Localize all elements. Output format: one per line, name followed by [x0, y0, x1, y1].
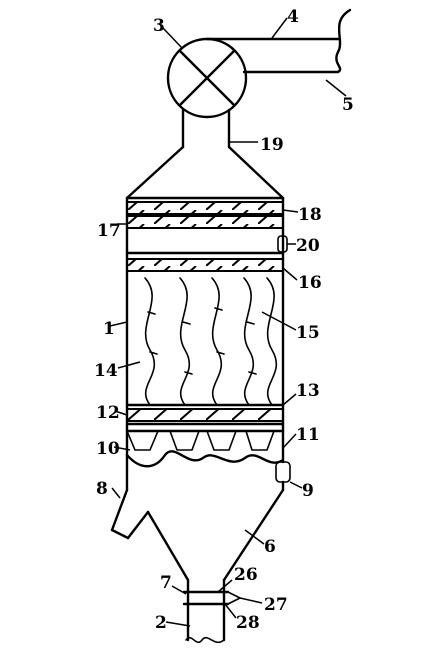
part-labels: 3 4 5 19 18 17 20 16 1 15 14 13 12 11 10…: [94, 7, 354, 633]
label-3: 3: [153, 16, 165, 36]
distribution-funnels: [126, 430, 275, 451]
label-5: 5: [342, 95, 354, 115]
bottom-outlet: [182, 578, 241, 644]
label-14: 14: [94, 361, 118, 381]
label-6: 6: [264, 537, 276, 557]
label-2: 2: [155, 613, 167, 633]
label-8: 8: [96, 479, 108, 499]
label-15: 15: [296, 323, 320, 343]
label-16: 16: [298, 273, 322, 293]
label-11: 11: [296, 425, 320, 445]
valve-9: [275, 461, 291, 483]
label-13: 13: [296, 381, 320, 401]
hatched-layer-16: [126, 258, 284, 272]
outlet-pipe: [205, 8, 352, 74]
fan: [166, 37, 248, 119]
top-cone: [125, 145, 285, 200]
label-27: 27: [264, 595, 288, 615]
hatched-layer-lower: [125, 403, 285, 433]
label-26: 26: [234, 565, 258, 585]
hatched-layer-upper: [125, 201, 285, 255]
label-9: 9: [302, 481, 314, 501]
label-28: 28: [236, 613, 260, 633]
label-1: 1: [103, 319, 115, 339]
top-duct: [181, 108, 231, 149]
wavy-baffles: [144, 277, 278, 406]
label-4: 4: [287, 7, 299, 27]
tower-shell: [125, 196, 285, 464]
lower-hopper: [110, 446, 285, 582]
leader-lines: [109, 17, 347, 627]
liquid-surface: [125, 450, 285, 468]
label-7: 7: [160, 573, 172, 593]
label-17: 17: [97, 221, 121, 241]
label-18: 18: [298, 205, 322, 225]
label-20: 20: [296, 236, 320, 256]
label-19: 19: [260, 135, 284, 155]
label-12: 12: [96, 403, 120, 423]
label-10: 10: [96, 439, 120, 459]
